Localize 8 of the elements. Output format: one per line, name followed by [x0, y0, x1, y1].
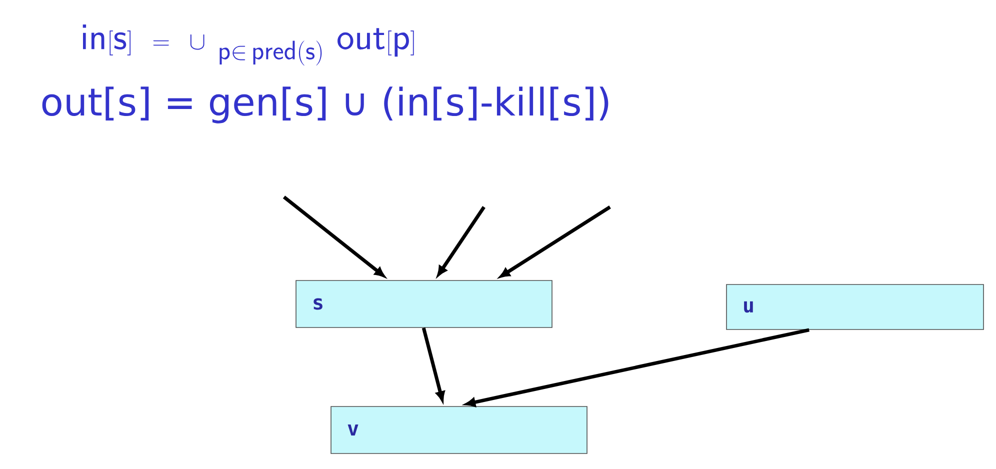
- formula-text: $\mathsf{in[s]\ =\ \cup\ _{p\in\,pred(s)}\ out[p]}$: [82, 24, 414, 66]
- arrow: [282, 196, 385, 278]
- process-box: v: [330, 406, 588, 454]
- arrow: [437, 206, 486, 276]
- process-box: u: [726, 284, 984, 330]
- arrow: [500, 206, 611, 278]
- formula-text: out[s] = gen[s] ∪ (in[s]-kill[s]): [42, 86, 608, 124]
- process-box: s: [296, 280, 552, 328]
